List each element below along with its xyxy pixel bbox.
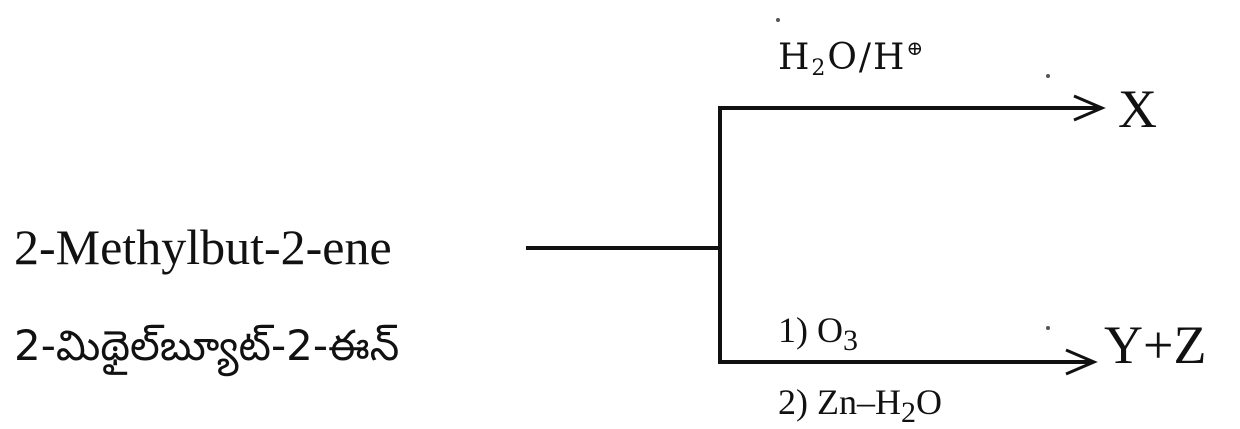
- step2-text: 2) Zn–H: [778, 382, 901, 422]
- top-reagent-subscript: 2: [811, 56, 828, 81]
- step2-suffix: O: [915, 382, 942, 422]
- step2-subscript: 2: [900, 396, 916, 429]
- speck-mark: [1046, 74, 1050, 78]
- product-y-plus-z: Y+Z: [1104, 315, 1207, 375]
- step1-text: 1) O: [778, 310, 843, 350]
- bottom-arrow: [718, 348, 1098, 376]
- top-reagent-mid: O/H: [827, 37, 907, 78]
- product-x: X: [1118, 79, 1157, 139]
- top-arrow: [718, 94, 1106, 122]
- speck-mark: [1046, 326, 1050, 330]
- speck-mark: [776, 18, 780, 22]
- top-reagent-h: H: [778, 37, 812, 78]
- step1-subscript: 3: [843, 324, 858, 358]
- reactant-name-english: 2-Methylbut-2-ene: [14, 219, 392, 275]
- bottom-reagent-step2: 2) Zn–H2O: [778, 382, 942, 428]
- reactant-name-telugu: 2-మిథైల్‌బ్యూట్-2-ఈన్: [14, 321, 400, 370]
- bottom-reagent-step1: 1) O3: [778, 310, 858, 356]
- top-reagent-superscript: ⊕: [906, 36, 926, 60]
- top-reagent: H2O/H⊕: [778, 37, 925, 80]
